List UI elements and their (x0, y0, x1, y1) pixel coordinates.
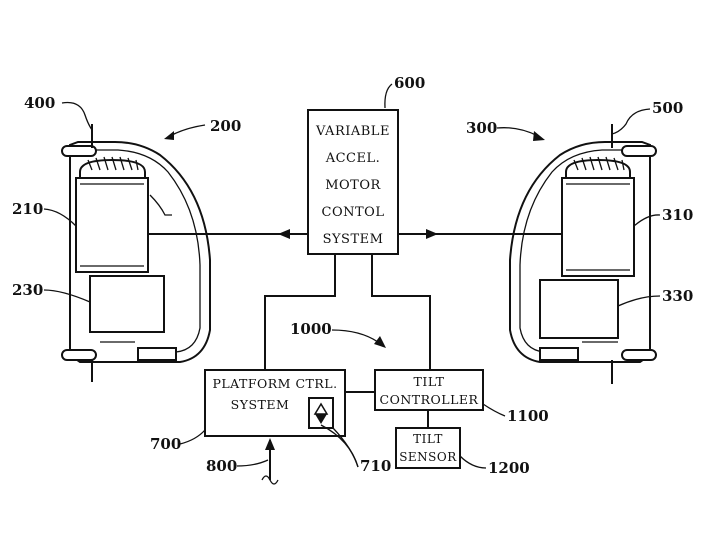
label-1200: 1200 (488, 459, 530, 477)
line-600-to-700 (265, 254, 335, 370)
left-wheel-unit (62, 124, 210, 382)
right-top-tab (622, 146, 656, 156)
right-bottom-tab (622, 350, 656, 360)
label-230: 230 (12, 281, 43, 299)
right-wheel-unit (510, 124, 656, 384)
tilt-controller-line-2: CONTROLLER (380, 392, 479, 407)
label-200: 200 (210, 117, 241, 135)
right-battery-330 (540, 280, 618, 338)
label-710: 710 (360, 457, 391, 475)
left-top-tab (62, 146, 96, 156)
label-1000: 1000 (290, 320, 332, 338)
tilt-controller-line-1: TILT (414, 374, 445, 389)
tilt-sensor-line-2: SENSOR (399, 450, 457, 464)
label-800: 800 (206, 457, 237, 475)
left-bracket (138, 348, 176, 360)
label-700: 700 (150, 435, 181, 453)
right-motor-310 (562, 178, 634, 276)
label-1100: 1100 (507, 407, 549, 425)
label-600: 600 (394, 74, 425, 92)
label-500: 500 (652, 99, 683, 117)
label-400: 400 (24, 94, 55, 112)
right-bracket (540, 348, 578, 360)
motor-control-line-4: CONTOL (322, 205, 385, 220)
tilt-sensor-line-1: TILT (413, 432, 443, 446)
platform-ctrl-line-2: SYSTEM (231, 397, 290, 412)
motor-control-line-3: MOTOR (325, 178, 381, 193)
label-310: 310 (662, 206, 693, 224)
platform-ctrl-line-1: PLATFORM CTRL. (212, 376, 337, 391)
label-300: 300 (466, 119, 497, 137)
line-600-to-1100 (372, 254, 430, 370)
label-330: 330 (662, 287, 693, 305)
motor-control-line-2: ACCEL. (325, 151, 381, 166)
left-bottom-tab (62, 350, 96, 360)
motor-control-line-5: SYSTEM (323, 232, 384, 247)
left-battery-230 (90, 276, 164, 332)
label-210: 210 (12, 200, 43, 218)
left-motor-210 (76, 178, 148, 272)
motor-control-line-1: VARIABLE (315, 124, 390, 139)
